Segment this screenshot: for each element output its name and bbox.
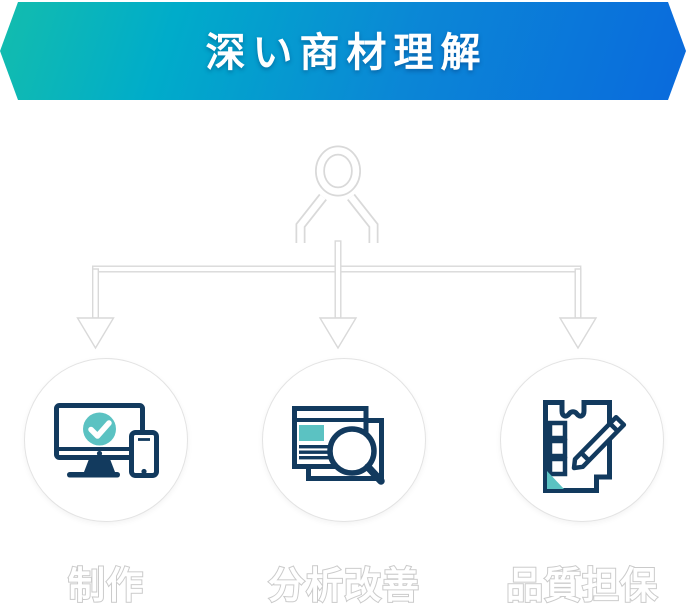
quality-circle [500, 358, 664, 522]
production-circle [24, 358, 188, 522]
arrows-down [76, 240, 598, 350]
analysis-magnifier-icon [292, 406, 385, 485]
flow-item-production: 制作 [24, 358, 188, 608]
analysis-circle [262, 358, 426, 522]
page-title: 深い商材理解 [205, 29, 488, 76]
quality-label: 品質担保 [505, 563, 658, 608]
flow-item-analysis: 分析改善 [262, 358, 426, 608]
flow-item-quality: 品質担保 [500, 358, 664, 608]
analysis-label: 分析改善 [267, 563, 420, 608]
devices-check-icon [54, 403, 159, 478]
person-icon [295, 145, 379, 243]
checklist-pen-icon [543, 400, 627, 493]
production-label: 制作 [67, 563, 144, 608]
header-ribbon: 深い商材理解 [0, 2, 686, 100]
